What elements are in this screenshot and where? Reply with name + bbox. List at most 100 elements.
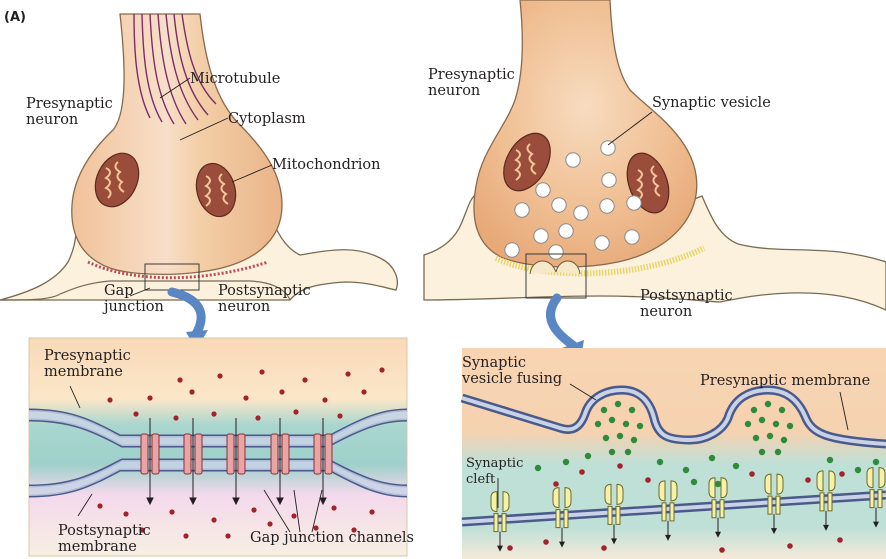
label-postsynaptic-membrane-left: Postsynaptic membrane [58, 523, 151, 555]
ions-left [97, 367, 385, 539]
vesicle [551, 197, 567, 213]
receptor [658, 480, 678, 541]
ion [139, 527, 145, 533]
vesicle [573, 205, 589, 221]
ion [337, 413, 343, 419]
neurotransmitter [780, 436, 788, 444]
chemical-synapse-inset [462, 348, 886, 559]
receptor [866, 467, 886, 528]
label-microtubule: Microtubule [190, 71, 281, 87]
neurotransmitter [630, 436, 638, 444]
neurotransmitter [758, 448, 766, 456]
ion [617, 463, 623, 469]
neurotransmitter [682, 466, 690, 474]
neurotransmitter [622, 420, 630, 428]
ion [133, 411, 139, 417]
ion [291, 513, 297, 519]
ion [173, 415, 179, 421]
neurotransmitter [854, 466, 862, 474]
ion [302, 377, 308, 383]
neurotransmitter [616, 432, 624, 440]
ion [107, 397, 113, 403]
neurotransmitter [534, 464, 542, 472]
label-presynaptic-membrane-left: Presynaptic membrane [44, 348, 131, 380]
gap-junction-channels [140, 433, 333, 475]
neurotransmitter [562, 458, 570, 466]
label-presynaptic-neuron-left: Presynaptic neuron [26, 96, 113, 128]
ion-flow-arrows [146, 418, 327, 506]
ion [97, 503, 103, 509]
neurotransmitter [636, 422, 644, 430]
ion [351, 527, 357, 533]
ion [259, 369, 265, 375]
ion [189, 389, 195, 395]
ion [543, 539, 549, 545]
neurotransmitter [708, 454, 716, 462]
receptor [552, 487, 572, 548]
neurotransmitter [826, 456, 834, 464]
presynaptic-neuron-right [473, 0, 698, 268]
ion [169, 509, 175, 515]
ion [379, 367, 385, 373]
label-postsynaptic-neuron-right: Postsynaptic neuron [640, 288, 733, 320]
ion [837, 537, 843, 543]
ion [749, 471, 755, 477]
ion [217, 373, 223, 379]
label-postsynaptic-neuron-left: Postsynaptic neuron [218, 283, 311, 315]
neurotransmitter [774, 448, 782, 456]
microtubules [133, 13, 217, 125]
receptor [604, 483, 624, 545]
neurotransmitter [714, 480, 722, 488]
neurotransmitter [744, 420, 752, 428]
synaptic-vesicles [504, 140, 642, 260]
neurotransmitter [624, 448, 632, 456]
ion [211, 411, 217, 417]
presynaptic-neuron-left [71, 13, 283, 275]
label-synaptic-vesicle-fusing: Synaptic vesicle fusing [462, 355, 563, 387]
label-synaptic-vesicle: Synaptic vesicle [652, 95, 771, 111]
label-presynaptic-membrane-right: Presynaptic membrane [700, 373, 871, 389]
vesicle [601, 172, 617, 188]
vesicle [535, 182, 551, 198]
neurotransmitter [608, 416, 616, 424]
ion [579, 469, 585, 475]
label-gap-junction-channels: Gap junction channels [250, 530, 414, 546]
vesicle [533, 228, 549, 244]
right-panel [423, 0, 886, 559]
ion [293, 409, 299, 415]
ion [322, 397, 328, 403]
ion [177, 377, 183, 383]
neurotransmitter [628, 406, 636, 414]
ion [123, 511, 129, 517]
left-panel [0, 13, 408, 557]
ion [243, 395, 249, 401]
ion [839, 471, 845, 477]
ion [787, 543, 793, 549]
receptor [764, 473, 784, 535]
neurotransmitter [786, 422, 794, 430]
ion [553, 481, 559, 487]
label-synaptic-cleft: Synaptic cleft [466, 456, 524, 487]
mitochondrion-right-1 [503, 132, 551, 192]
neurotransmitter [752, 434, 760, 442]
neurotransmitter [594, 420, 602, 428]
neurotransmitter [656, 458, 664, 466]
vesicle [626, 195, 642, 211]
ion [331, 505, 337, 511]
neurotransmitter [732, 462, 740, 470]
ion [313, 525, 319, 531]
ion [183, 533, 189, 539]
ion [251, 507, 257, 513]
vesicle [594, 235, 610, 251]
neurotransmitter [758, 416, 766, 424]
ion [225, 533, 231, 539]
vesicle [599, 198, 615, 214]
neurotransmitters [507, 400, 880, 553]
ion [645, 477, 651, 483]
label-presynaptic-neuron-right: Presynaptic neuron [428, 67, 515, 99]
neurotransmitter [602, 434, 610, 442]
ion [147, 395, 153, 401]
neurotransmitter [614, 400, 622, 408]
ion [719, 547, 725, 553]
receptor [490, 491, 510, 552]
